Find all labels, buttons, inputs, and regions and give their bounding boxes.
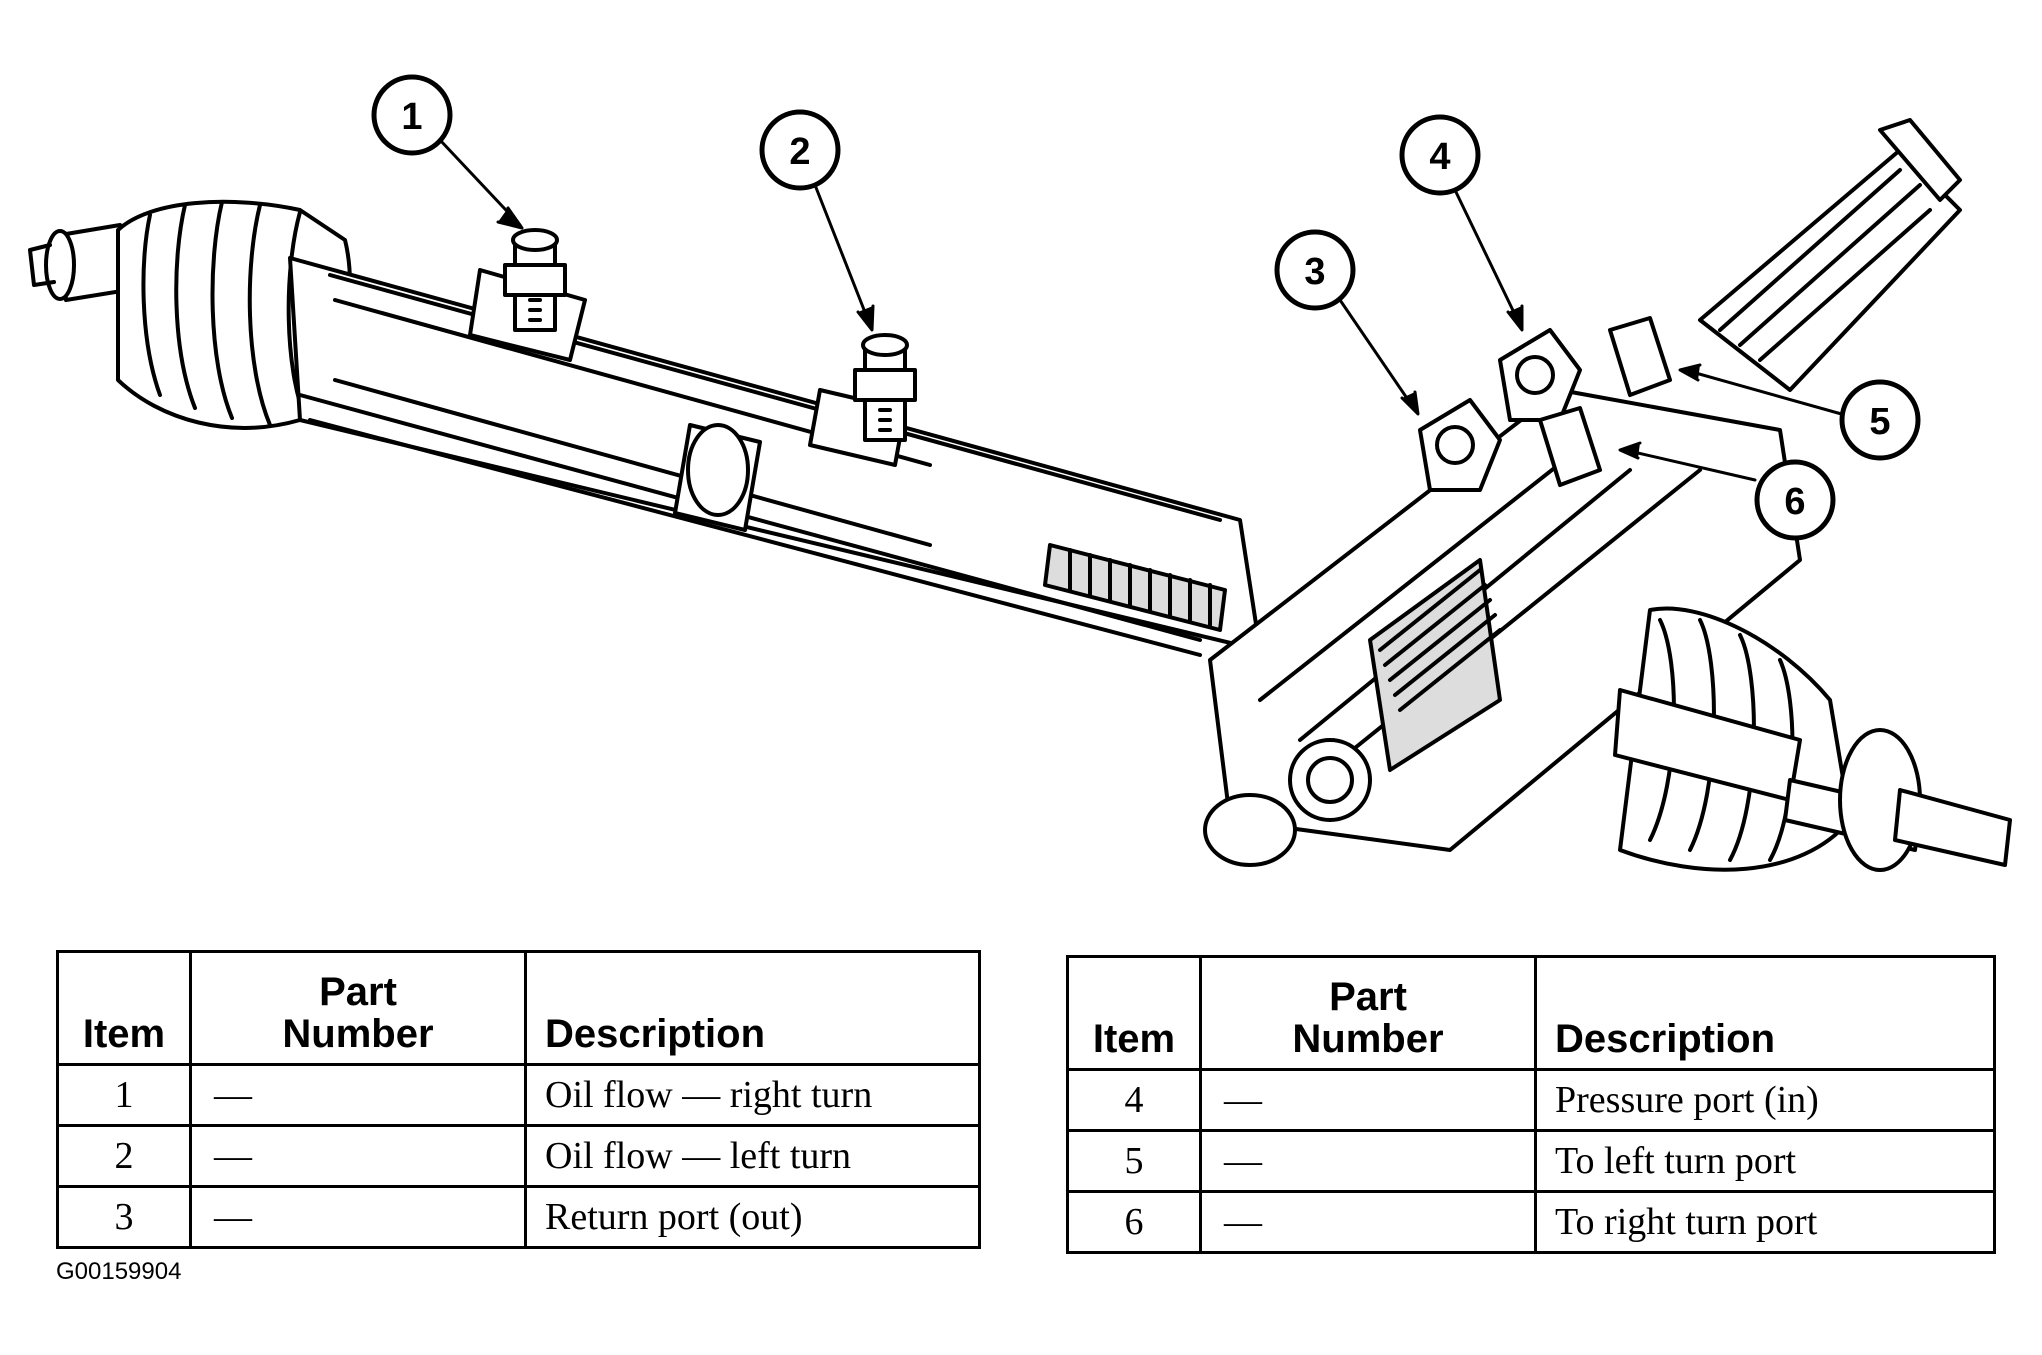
callout-1-label: 1 [401, 96, 422, 138]
part-description: Oil flow — left turn [524, 1124, 981, 1188]
callout-6-label: 6 [1784, 481, 1805, 523]
table-row: 2 — Oil flow — left turn [56, 1124, 981, 1188]
callout-leaders [438, 138, 1847, 482]
parts-table-right: Item Part Number Description 4 — Pressur… [1066, 955, 1996, 1254]
item-number: 4 [1066, 1068, 1202, 1132]
item-number: 3 [56, 1185, 192, 1249]
port-nuts-3-to-6 [1418, 316, 1672, 492]
right-bellows-boot [1613, 606, 1852, 872]
port-fitting-2 [853, 333, 917, 442]
part-number: — [189, 1063, 527, 1127]
table-row: 4 — Pressure port (in) [1066, 1068, 1996, 1132]
part-number: — [1199, 1190, 1537, 1254]
callout-2: 2 [759, 109, 841, 191]
rack-housing [288, 256, 1262, 657]
left-tie-rod-end [28, 223, 130, 302]
table-row: 6 — To right turn port [1066, 1190, 1996, 1254]
part-description: Oil flow — right turn [524, 1063, 981, 1127]
part-number: — [189, 1124, 527, 1188]
parts-table-left: Item Part Number Description 1 — Oil flo… [56, 950, 981, 1249]
item-number: 2 [56, 1124, 192, 1188]
port-fitting-1 [503, 228, 567, 332]
callout-2-label: 2 [789, 131, 810, 173]
table-row: 5 — To left turn port [1066, 1129, 1996, 1193]
item-number: 5 [1066, 1129, 1202, 1193]
callout-3: 3 [1274, 229, 1356, 311]
table-header-row: Item Part Number Description [56, 950, 981, 1066]
item-number: 1 [56, 1063, 192, 1127]
part-description: To right turn port [1534, 1190, 1996, 1254]
callout-3-label: 3 [1304, 251, 1325, 293]
valve-body [1203, 118, 1962, 867]
callout-5-label: 5 [1869, 401, 1890, 443]
callout-4: 4 [1399, 114, 1481, 196]
item-number: 6 [1066, 1190, 1202, 1254]
header-description: Description [524, 950, 981, 1066]
part-description: To left turn port [1534, 1129, 1996, 1193]
header-item: Item [56, 950, 192, 1066]
part-number: — [189, 1185, 527, 1249]
callout-5: 5 [1839, 379, 1921, 461]
figure-code: G00159904 [56, 1258, 182, 1285]
callout-4-label: 4 [1429, 136, 1450, 178]
header-item: Item [1066, 955, 1202, 1071]
table-row: 3 — Return port (out) [56, 1185, 981, 1249]
callout-1: 1 [371, 74, 453, 156]
steering-gear-cutaway-illustration: 1 2 3 4 5 6 [28, 74, 2012, 872]
part-description: Return port (out) [524, 1185, 981, 1249]
table-header-row: Item Part Number Description [1066, 955, 1996, 1071]
header-description: Description [1534, 955, 1996, 1071]
header-part-number: Part Number [1199, 955, 1537, 1071]
header-part-number: Part Number [189, 950, 527, 1066]
callout-6: 6 [1754, 459, 1836, 541]
table-row: 1 — Oil flow — right turn [56, 1063, 981, 1127]
part-number: — [1199, 1068, 1537, 1132]
right-tie-rod-end [1783, 728, 2012, 872]
part-description: Pressure port (in) [1534, 1068, 1996, 1132]
part-number: — [1199, 1129, 1537, 1193]
